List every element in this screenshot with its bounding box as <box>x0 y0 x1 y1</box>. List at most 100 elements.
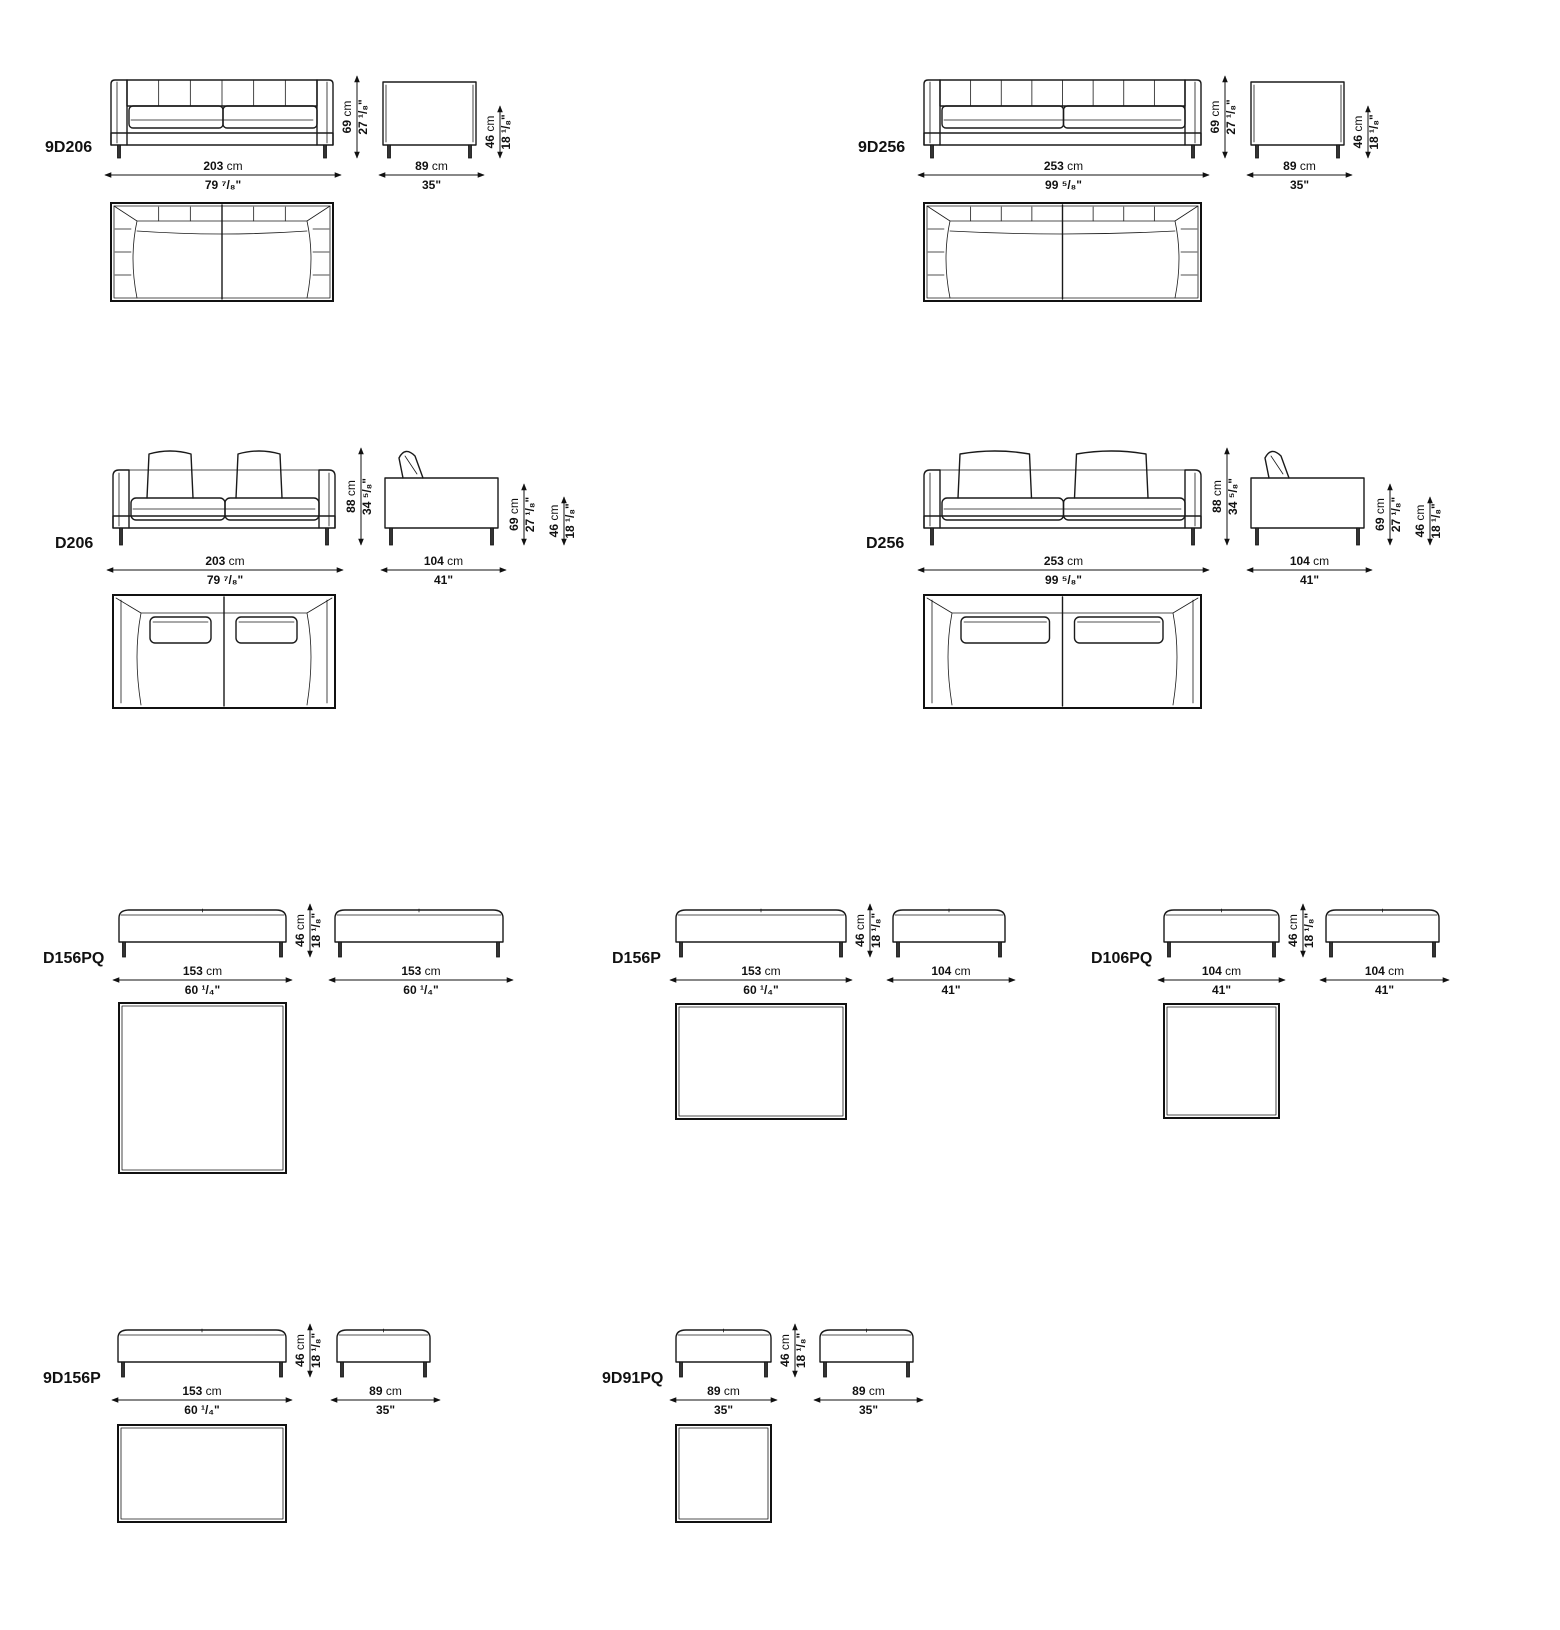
front-view <box>112 450 336 546</box>
top-back-cushion-right <box>235 616 298 644</box>
leg <box>1167 941 1171 958</box>
leg <box>338 941 342 958</box>
right-arm <box>1184 469 1202 529</box>
top-outline <box>112 594 336 709</box>
top-outline <box>923 594 1202 709</box>
top-view <box>112 594 336 709</box>
leg <box>279 1361 283 1378</box>
ottoman-body <box>1163 909 1280 943</box>
side-back-cushion <box>398 450 424 479</box>
top-view <box>1163 1003 1280 1119</box>
depth-label-inch: 41" <box>941 983 960 997</box>
depth-label-inch: 60 ¹/₄" <box>403 983 438 997</box>
height-label-cm: 69 cm <box>1208 101 1222 134</box>
leg <box>1191 527 1195 546</box>
ottoman-body <box>819 1329 914 1363</box>
leg <box>1336 144 1340 159</box>
side-view <box>336 1328 431 1378</box>
side-detail <box>1253 84 1342 143</box>
ottoman-body <box>675 909 847 943</box>
ottoman-body <box>1325 909 1440 943</box>
side-body <box>1250 477 1365 529</box>
seat-height-label-inch: 18 ¹/₈" <box>1429 503 1443 538</box>
ottoman-body <box>892 909 1006 943</box>
depth-label-inch: 35" <box>1290 178 1309 192</box>
front-view <box>117 1328 287 1378</box>
depth-label-cm: 104 cm <box>931 964 970 978</box>
quilt-lines <box>970 79 1155 107</box>
side-view <box>1325 908 1440 958</box>
front-view <box>110 79 334 159</box>
height-label-cm: 88 cm <box>344 480 358 513</box>
leg <box>279 941 283 958</box>
leg <box>823 1361 827 1378</box>
seat-height-label-inch: 18 ¹/₈" <box>499 114 513 149</box>
ottoman-body <box>675 1329 772 1363</box>
top-inner <box>678 1427 769 1520</box>
leg <box>1432 941 1436 958</box>
leg <box>117 144 121 159</box>
depth-label-cm: 89 cm <box>369 1384 402 1398</box>
arm-detail <box>118 472 330 527</box>
seat-cushion-right <box>222 105 318 129</box>
side-view <box>1250 450 1365 546</box>
right-arm <box>1184 79 1202 146</box>
leg <box>764 1361 768 1378</box>
top-outline <box>117 1424 287 1523</box>
seat-height-label-inch: 18 ¹/₈" <box>1367 114 1381 149</box>
left-arm <box>112 469 130 529</box>
seat-cushion-right <box>1062 105 1186 129</box>
leg <box>1329 941 1333 958</box>
base-frame <box>112 515 336 529</box>
side-back-cushion <box>1264 450 1290 479</box>
depth-label-inch: 41" <box>434 573 453 587</box>
ottoman-body <box>334 909 504 943</box>
top-inner <box>120 1427 284 1520</box>
side-body <box>382 81 477 146</box>
side-body <box>384 477 499 529</box>
width-label-cm: 203 cm <box>203 159 242 173</box>
back-cushion-right <box>235 450 283 499</box>
top-inner <box>121 1005 284 1171</box>
arm-height-label-cm: 69 cm <box>1373 498 1387 531</box>
arm-height-label-inch: 27 ¹/₈" <box>1389 497 1403 532</box>
side-view <box>382 81 477 159</box>
top-outline <box>110 202 334 302</box>
model-code: 9D206 <box>45 139 92 156</box>
width-label-cm: 203 cm <box>205 554 244 568</box>
leg <box>122 941 126 958</box>
quilt-lines <box>158 79 286 107</box>
right-arm <box>316 79 334 146</box>
arm-height-label-cm: 69 cm <box>507 498 521 531</box>
seat-height-label-cm: 46 cm <box>293 914 307 947</box>
seat-height-label-inch: 18 ¹/₈" <box>309 1333 323 1368</box>
leg <box>121 1361 125 1378</box>
side-view <box>334 908 504 958</box>
depth-label-inch: 35" <box>422 178 441 192</box>
top-back-cushion-left <box>149 616 212 644</box>
width-label-inch: 60 ¹/₄" <box>185 983 220 997</box>
top-inner <box>678 1006 844 1117</box>
side-view <box>819 1328 914 1378</box>
width-label-inch: 60 ¹/₄" <box>184 1403 219 1417</box>
left-arm <box>923 79 941 146</box>
height-label-inch: 27 ¹/₈" <box>356 99 370 134</box>
